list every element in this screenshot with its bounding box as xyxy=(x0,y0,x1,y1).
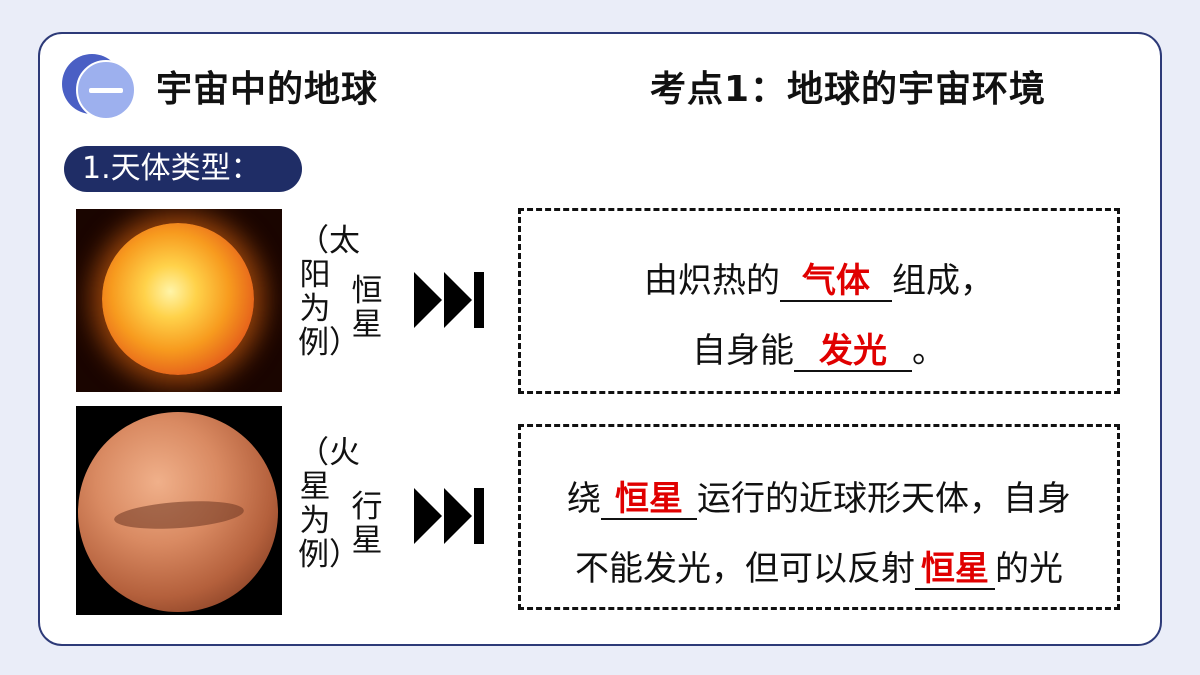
answer-blank-luminous: 发光 xyxy=(794,333,912,372)
sun-example-label: （太阳为例） xyxy=(298,223,360,361)
section-title: 宇宙中的地球 xyxy=(156,69,379,110)
star-definition-box: 由炽热的气体组成， 自身能发光。 xyxy=(518,208,1120,394)
star-type-label: 恒星 xyxy=(351,273,383,343)
mars-disc xyxy=(78,412,278,612)
text-segment: 组成， xyxy=(892,261,994,301)
answer-blank-gas: 气体 xyxy=(780,263,892,302)
fast-forward-icon xyxy=(414,488,484,544)
subsection-label: 1.天体类型： xyxy=(64,146,302,192)
badge-circle-front xyxy=(76,60,136,120)
fast-forward-icon xyxy=(414,272,484,328)
section-number-badge xyxy=(62,54,142,120)
text-segment: 。 xyxy=(912,331,946,371)
text-segment: 由炽热的 xyxy=(644,261,780,301)
mars-image xyxy=(76,406,282,615)
mars-example-label: （火星为例） xyxy=(298,435,360,573)
text-segment: 绕 xyxy=(567,479,601,519)
mars-surface-band xyxy=(113,497,245,533)
planet-definition-line1: 绕恒星运行的近球形天体，自身 xyxy=(521,471,1117,520)
text-segment: 自身能 xyxy=(692,331,794,371)
planet-definition-line2: 不能发光，但可以反射恒星的光 xyxy=(521,541,1117,590)
answer-blank-star: 恒星 xyxy=(601,481,697,520)
star-definition-line2: 自身能发光。 xyxy=(521,323,1117,372)
answer-blank-star-2: 恒星 xyxy=(915,551,995,590)
topic-title: 考点1：地球的宇宙环境 xyxy=(650,69,1047,110)
sun-disc xyxy=(102,223,254,375)
planet-definition-box: 绕恒星运行的近球形天体，自身 不能发光，但可以反射恒星的光 xyxy=(518,424,1120,610)
sun-image xyxy=(76,209,282,392)
text-segment: 不能发光，但可以反射 xyxy=(575,549,915,589)
star-definition-line1: 由炽热的气体组成， xyxy=(521,253,1117,302)
badge-dash-icon xyxy=(89,87,123,93)
text-segment: 运行的近球形天体，自身 xyxy=(697,479,1071,519)
text-segment: 的光 xyxy=(995,549,1063,589)
planet-type-label: 行星 xyxy=(351,489,383,559)
